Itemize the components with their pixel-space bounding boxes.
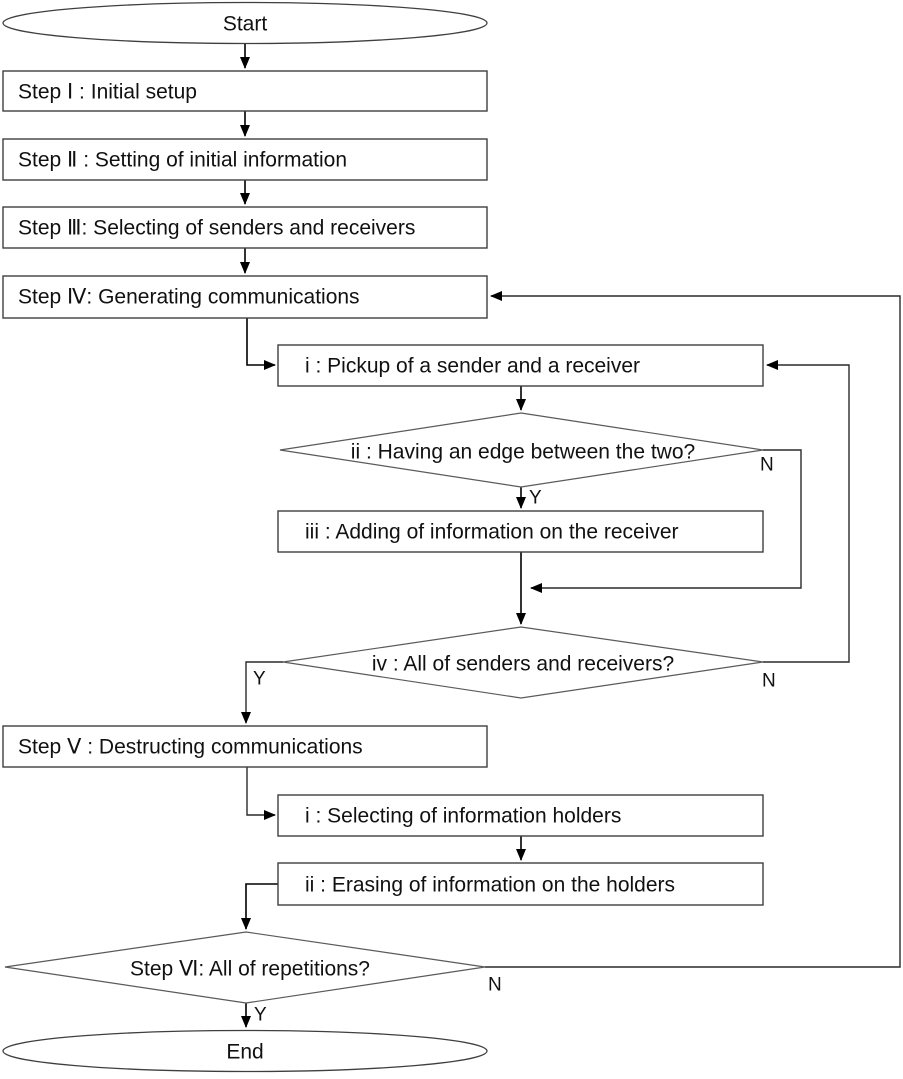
sub-i2-node-label: i : Selecting of information holders <box>305 805 621 828</box>
edge-sub-ii2-to-dec-vi <box>241 883 278 930</box>
dec-vi-no-label: N <box>488 975 502 996</box>
step1-node <box>2 70 488 112</box>
end-node-label: End <box>226 1041 263 1064</box>
dec-iv-yes-label: Y <box>253 669 266 690</box>
step4-node <box>2 275 488 319</box>
dec-ii-yes-label: Y <box>529 488 542 509</box>
edge-dec-iv-no-loop <box>763 360 850 663</box>
step5-node-label: Step Ⅴ : Destructing communications <box>18 736 363 759</box>
dec-vi-yes-label: Y <box>254 1005 267 1026</box>
dec-ii-node-label: ii : Having an edge between the two? <box>351 441 695 464</box>
dec-vi-node <box>4 931 486 1004</box>
edge-step5-to-sub-i2 <box>246 767 276 820</box>
sub-i2-node <box>277 794 764 837</box>
dec-ii-no-label: N <box>760 455 774 476</box>
edge-dec-ii-no-loop <box>530 449 802 593</box>
start-node-label: Start <box>223 13 268 36</box>
sub-iii-node-label: iii : Adding of information on the recei… <box>305 521 679 544</box>
edge-step4-to-sub-i1 <box>246 318 276 370</box>
step2-node <box>2 138 488 181</box>
step5-node <box>2 725 488 768</box>
dec-ii-node <box>279 412 764 488</box>
step4-node-label: Step Ⅳ: Generating communications <box>18 286 360 309</box>
edge-dec-vi-no-loop <box>485 291 901 968</box>
sub-iii-node <box>277 510 764 553</box>
sub-i1-node <box>277 344 764 387</box>
end-node <box>2 1029 488 1073</box>
dec-vi-node-label: Step Ⅵ: All of repetitions? <box>130 958 370 981</box>
step3-node-label: Step Ⅲ: Selecting of senders and receive… <box>18 217 415 240</box>
step2-node-label: Step Ⅱ : Setting of initial information <box>18 149 347 172</box>
sub-ii2-node <box>277 862 764 906</box>
dec-iv-node-label: iv : All of senders and receivers? <box>372 653 674 676</box>
dec-iv-no-label: N <box>762 671 776 692</box>
step3-node <box>2 206 488 249</box>
step1-node-label: Step Ⅰ : Initial setup <box>18 81 197 104</box>
dec-iv-node <box>282 626 764 699</box>
start-node <box>2 1 488 45</box>
edge-dec-iv-yes-to-step5 <box>241 661 283 724</box>
sub-i1-node-label: i : Pickup of a sender and a receiver <box>305 355 640 378</box>
sub-ii2-node-label: ii : Erasing of information on the holde… <box>305 874 675 897</box>
